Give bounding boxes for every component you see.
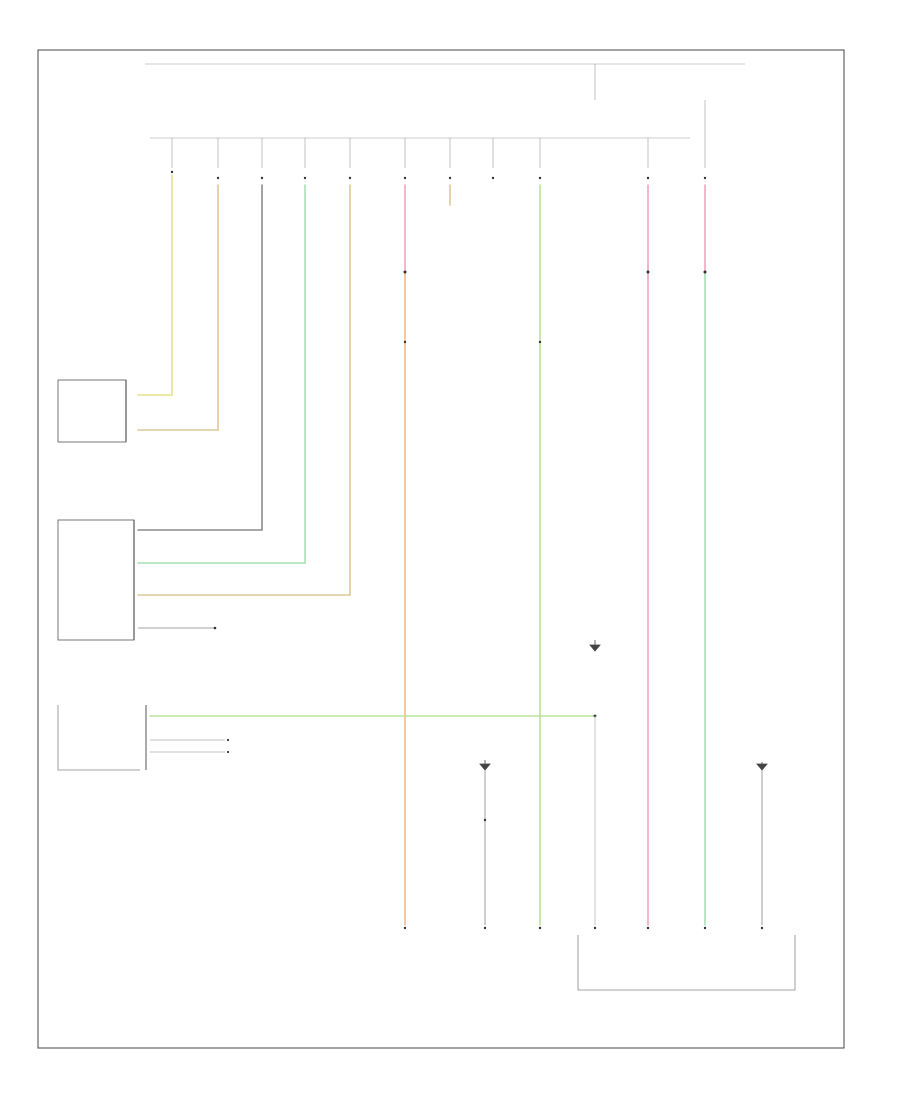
bottom-connector-dots xyxy=(403,926,764,930)
cluster-pin-dot-2 xyxy=(226,750,230,754)
cluster-bracket xyxy=(57,705,140,771)
cluster-small-wires xyxy=(150,739,225,753)
sensor-component-box xyxy=(57,379,127,443)
ground-icon-1 xyxy=(589,640,601,652)
splice-points xyxy=(403,270,707,344)
wire-gray xyxy=(137,184,263,531)
diagram-frame xyxy=(37,49,845,1049)
ground-splice xyxy=(483,818,487,822)
module-pin-stubs xyxy=(171,64,706,168)
wire-yellow xyxy=(137,174,173,396)
wire-tan-2 xyxy=(137,184,351,596)
wire-green xyxy=(137,184,306,564)
ground-icon-2 xyxy=(479,760,491,771)
wire-tan xyxy=(137,184,219,431)
ground-point-left xyxy=(213,626,217,630)
switch-bracket xyxy=(577,935,796,991)
control-module-box xyxy=(57,519,135,641)
ground-icon-3 xyxy=(756,762,768,771)
connector-dots xyxy=(170,170,707,180)
cluster-pin-dot-1 xyxy=(226,738,230,742)
